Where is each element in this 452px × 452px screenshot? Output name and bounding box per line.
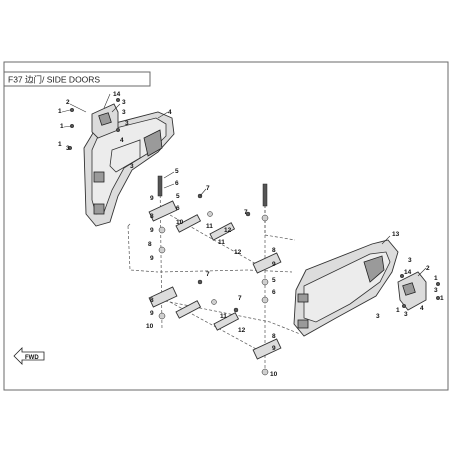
callout-label: 1 — [440, 295, 444, 302]
callout-label: 6 — [175, 180, 179, 187]
callout-label: 1 — [396, 307, 400, 314]
callout-label: 7 — [206, 185, 210, 192]
callout-label: 3 — [125, 120, 129, 127]
hinge-hardware-right — [233, 183, 282, 376]
title-box: F37 边门/ SIDE DOORS — [3, 71, 151, 87]
callout-label: 11 — [220, 313, 227, 320]
callout-label: 7 — [244, 209, 248, 216]
callout-label: 11 — [206, 223, 213, 230]
callout-label: 1 — [58, 141, 62, 148]
callout-labels: 14 2 1 3 1 3 4 1 3 3 5 6 9 7 8 9 11 12 5… — [58, 91, 444, 378]
callout-label: 10 — [176, 219, 184, 226]
callout-label: 7 — [206, 271, 210, 278]
door-fasteners — [67, 97, 441, 309]
callout-label: 2 — [426, 265, 430, 272]
callout-label: 9 — [272, 345, 276, 352]
callout-label: 3 — [122, 99, 126, 106]
callout-label: 5 — [175, 168, 179, 175]
callout-label: 13 — [392, 231, 400, 238]
callout-label: 3 — [376, 313, 380, 320]
callout-label: 9 — [272, 261, 276, 268]
forward-arrow: FWD — [13, 347, 45, 365]
callout-label: 12 — [238, 327, 246, 334]
callout-label: 4 — [120, 137, 124, 144]
callout-label: 6 — [272, 289, 276, 296]
callout-label: 3 — [130, 163, 134, 170]
callout-label: 14 — [113, 91, 121, 98]
callout-label: 9 — [150, 195, 154, 202]
callout-label: 8 — [148, 241, 152, 248]
callout-label: 8 — [272, 247, 276, 254]
callout-label: 9 — [150, 227, 154, 234]
callout-label: 8 — [150, 297, 154, 304]
right-side-door — [293, 239, 427, 337]
callout-label: 10 — [270, 371, 278, 378]
callout-label: 11 — [218, 239, 225, 246]
diagram-frame — [3, 61, 449, 391]
callout-label: 3 — [66, 145, 70, 152]
callout-label: 1 — [58, 108, 62, 115]
callout-label: 1 — [434, 275, 438, 282]
callout-label: 3 — [404, 311, 408, 318]
forward-arrow-label: FWD — [25, 355, 39, 361]
callout-label: 3 — [408, 257, 412, 264]
callout-label: 10 — [146, 323, 154, 330]
callout-label: 12 — [224, 227, 232, 234]
callout-label: 5 — [272, 277, 276, 284]
callout-label: 3 — [122, 109, 126, 116]
callout-label: 4 — [420, 305, 424, 312]
callout-label: 14 — [404, 269, 412, 276]
callout-label: 6 — [176, 205, 180, 212]
leader-lines — [61, 93, 427, 277]
callout-label: 3 — [434, 287, 438, 294]
callout-label: 8 — [272, 333, 276, 340]
callout-label: 2 — [66, 99, 70, 106]
hinge-hardware-left — [148, 175, 240, 331]
callout-label: 8 — [150, 213, 154, 220]
left-side-door — [83, 103, 175, 227]
callout-label: 7 — [238, 295, 242, 302]
callout-label: 1 — [60, 123, 64, 130]
callout-label: 12 — [234, 249, 242, 256]
callout-label: 9 — [150, 255, 154, 262]
callout-label: 9 — [150, 310, 154, 317]
callout-label: 5 — [176, 193, 180, 200]
callout-label: 4 — [168, 109, 172, 116]
page-title: F37 边门/ SIDE DOORS — [8, 75, 100, 85]
